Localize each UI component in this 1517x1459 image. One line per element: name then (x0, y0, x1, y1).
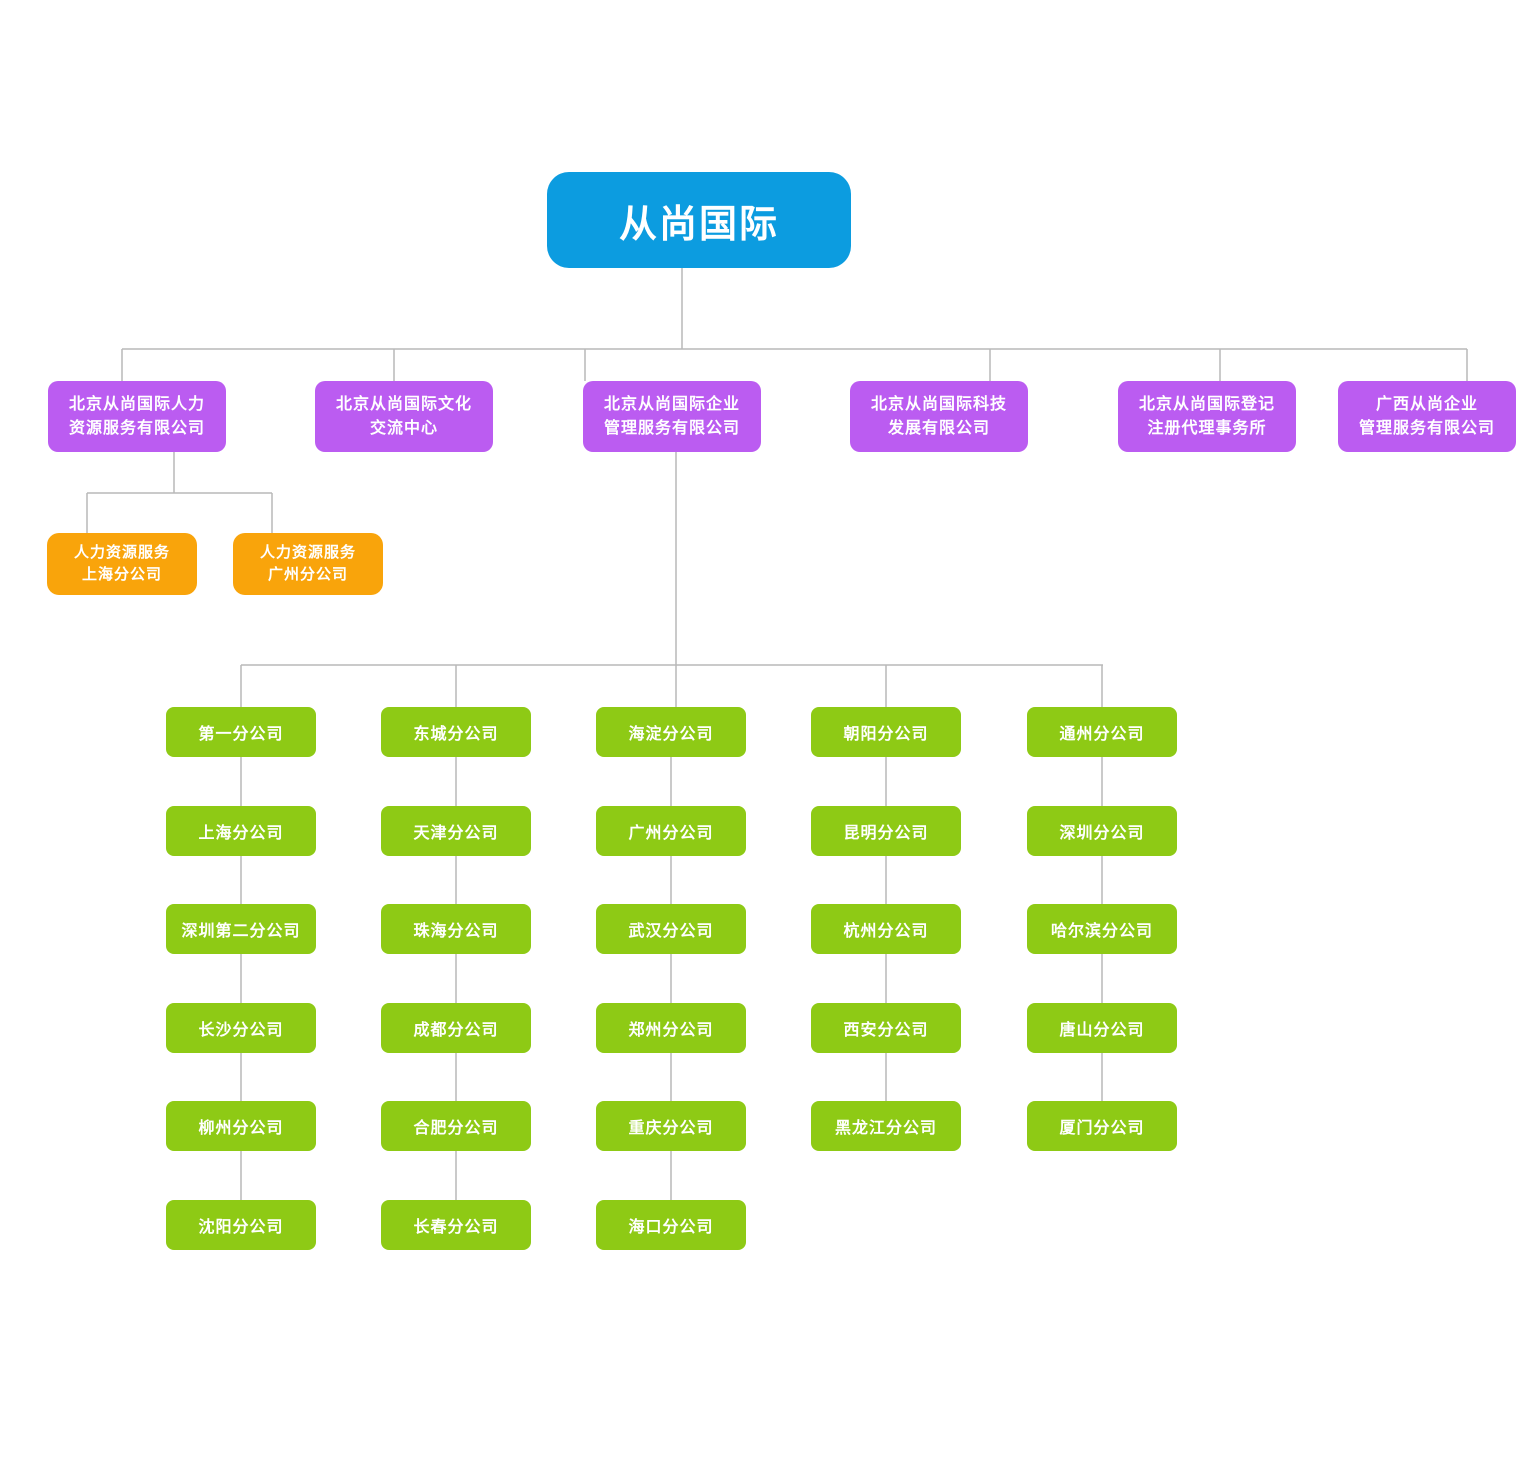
node-branch-office: 长春分公司 (381, 1200, 531, 1250)
node-branch-office: 珠海分公司 (381, 904, 531, 954)
node-branch-office: 朝阳分公司 (811, 707, 961, 757)
node-root-company: 从尚国际 (547, 172, 851, 268)
node-branch-office: 上海分公司 (166, 806, 316, 856)
node-branch-office: 合肥分公司 (381, 1101, 531, 1151)
node-subsidiary-enterprise-mgmt: 北京从尚国际企业 管理服务有限公司 (583, 381, 761, 452)
node-branch-office: 昆明分公司 (811, 806, 961, 856)
node-branch-office: 武汉分公司 (596, 904, 746, 954)
node-subsidiary-culture-center: 北京从尚国际文化 交流中心 (315, 381, 493, 452)
node-hr-branch-shanghai: 人力资源服务 上海分公司 (47, 533, 197, 595)
node-branch-office: 黑龙江分公司 (811, 1101, 961, 1151)
node-branch-office: 西安分公司 (811, 1003, 961, 1053)
node-hr-branch-guangzhou: 人力资源服务 广州分公司 (233, 533, 383, 595)
node-branch-office: 长沙分公司 (166, 1003, 316, 1053)
connector-hr-branches (86, 452, 273, 533)
node-branch-office: 哈尔滨分公司 (1027, 904, 1177, 954)
node-subsidiary-guangxi-mgmt: 广西从尚企业 管理服务有限公司 (1338, 381, 1516, 452)
node-branch-office: 郑州分公司 (596, 1003, 746, 1053)
node-branch-office: 杭州分公司 (811, 904, 961, 954)
node-branch-office: 唐山分公司 (1027, 1003, 1177, 1053)
node-branch-office: 广州分公司 (596, 806, 746, 856)
node-branch-office: 成都分公司 (381, 1003, 531, 1053)
node-branch-office: 厦门分公司 (1027, 1101, 1177, 1151)
node-subsidiary-registration-agency: 北京从尚国际登记 注册代理事务所 (1118, 381, 1296, 452)
node-branch-office: 天津分公司 (381, 806, 531, 856)
node-branch-office: 东城分公司 (381, 707, 531, 757)
node-branch-office: 海淀分公司 (596, 707, 746, 757)
node-branch-office: 柳州分公司 (166, 1101, 316, 1151)
connector-level1 (121, 268, 1468, 381)
node-branch-office: 沈阳分公司 (166, 1200, 316, 1250)
node-branch-office: 深圳分公司 (1027, 806, 1177, 856)
node-branch-office: 第一分公司 (166, 707, 316, 757)
node-subsidiary-tech-development: 北京从尚国际科技 发展有限公司 (850, 381, 1028, 452)
node-branch-office: 海口分公司 (596, 1200, 746, 1250)
node-branch-office: 重庆分公司 (596, 1101, 746, 1151)
node-branch-office: 深圳第二分公司 (166, 904, 316, 954)
node-subsidiary-hr-services: 北京从尚国际人力 资源服务有限公司 (48, 381, 226, 452)
node-branch-office: 通州分公司 (1027, 707, 1177, 757)
